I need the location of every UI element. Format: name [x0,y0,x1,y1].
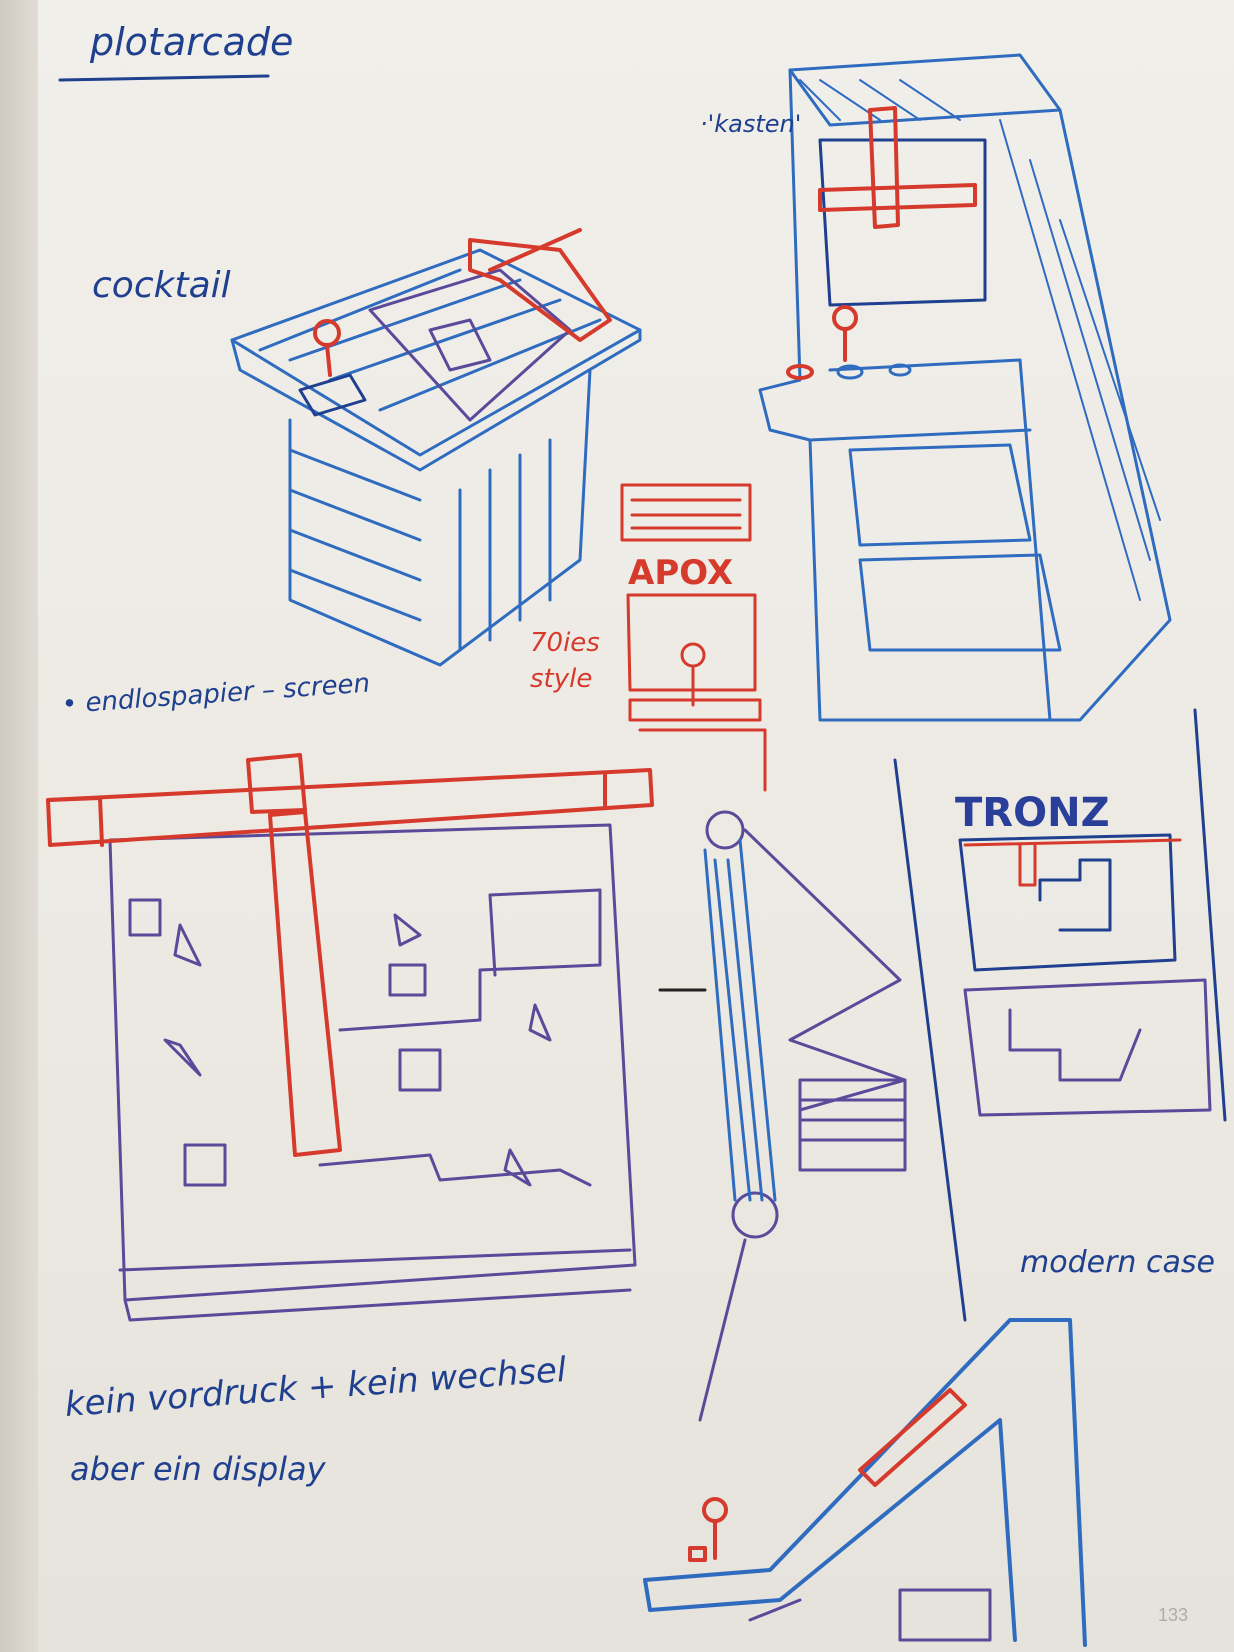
cocktail-cabinet-sketch [230,248,642,667]
label-kasten: ·'kasten' [700,110,802,138]
modern-case-plotter-arm [688,1388,967,1562]
label-modern-case: modern case [1020,1245,1215,1280]
kasten-plotter-arm [786,106,977,380]
endlospapier-screen-sketch [108,823,637,1322]
cocktail-plotter-arm [313,228,612,377]
modern-case-sketch [643,1318,1087,1647]
seventies-box-sketch [620,483,767,792]
endlospapier-plotter-arm [46,753,654,1157]
title-underline [58,74,270,82]
label-apox: APOX [628,553,734,593]
divider-line [893,708,1227,1322]
notebook-edge [0,0,45,1652]
note-line-2: aber ein display [70,1450,326,1488]
label-cocktail: cocktail [92,265,231,306]
page-number: 133 [1158,1605,1189,1625]
label-tronz: TRONZ [955,790,1110,836]
sketch-page [38,0,1234,1652]
page-title: plotarcade [90,20,294,64]
tronz-cabinet-sketch [958,833,1212,1117]
label-70ies-style: 70ies style [530,628,600,694]
tronz-plotter-arm [963,838,1182,887]
kasten-cabinet-sketch [758,53,1172,722]
paper-feed-sketch [658,810,907,1422]
